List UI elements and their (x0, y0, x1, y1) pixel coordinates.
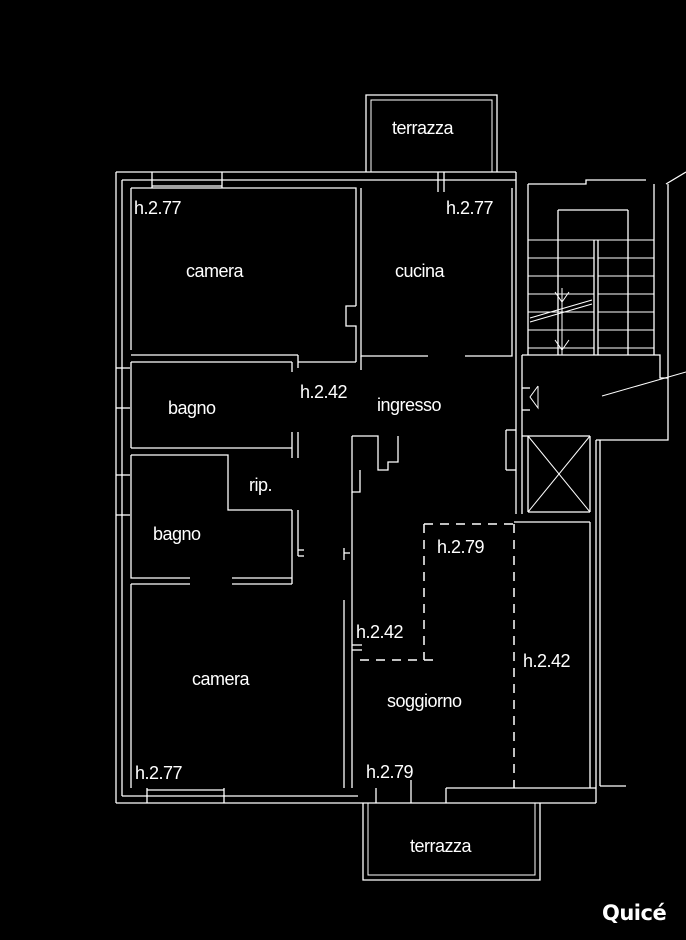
interior-walls (130, 172, 597, 803)
height-camera-bottom: h.2.77 (135, 763, 183, 783)
terrace-bottom-outline (362, 803, 541, 881)
terrace-top-outline (365, 94, 498, 172)
camera-top-label: camera (186, 261, 245, 281)
terrace-bottom-label: terrazza (410, 836, 473, 856)
stairwell (522, 171, 686, 787)
terrace-top-label: terrazza (392, 118, 455, 138)
height-camera-top: h.2.77 (134, 198, 182, 218)
bagno-bottom-label: bagno (153, 524, 201, 544)
height-cucina: h.2.77 (446, 198, 494, 218)
camera-bottom-label: camera (192, 669, 251, 689)
bagno-top-label: bagno (168, 398, 216, 418)
height-soggiorno-right: h.2.42 (523, 651, 571, 671)
brand-logo: Quicé (602, 901, 666, 925)
height-soggiorno-upper: h.2.79 (437, 537, 485, 557)
soggiorno-label: soggiorno (387, 691, 462, 711)
rip-label: rip. (249, 475, 272, 495)
cucina-label: cucina (395, 261, 446, 281)
dashed-height-lines (360, 523, 515, 788)
ingresso-label: ingresso (377, 395, 442, 415)
exterior-walls (115, 171, 596, 804)
height-corridor: h.2.42 (300, 382, 348, 402)
height-soggiorno-left: h.2.42 (356, 622, 404, 642)
height-soggiorno-lower: h.2.79 (366, 762, 414, 782)
